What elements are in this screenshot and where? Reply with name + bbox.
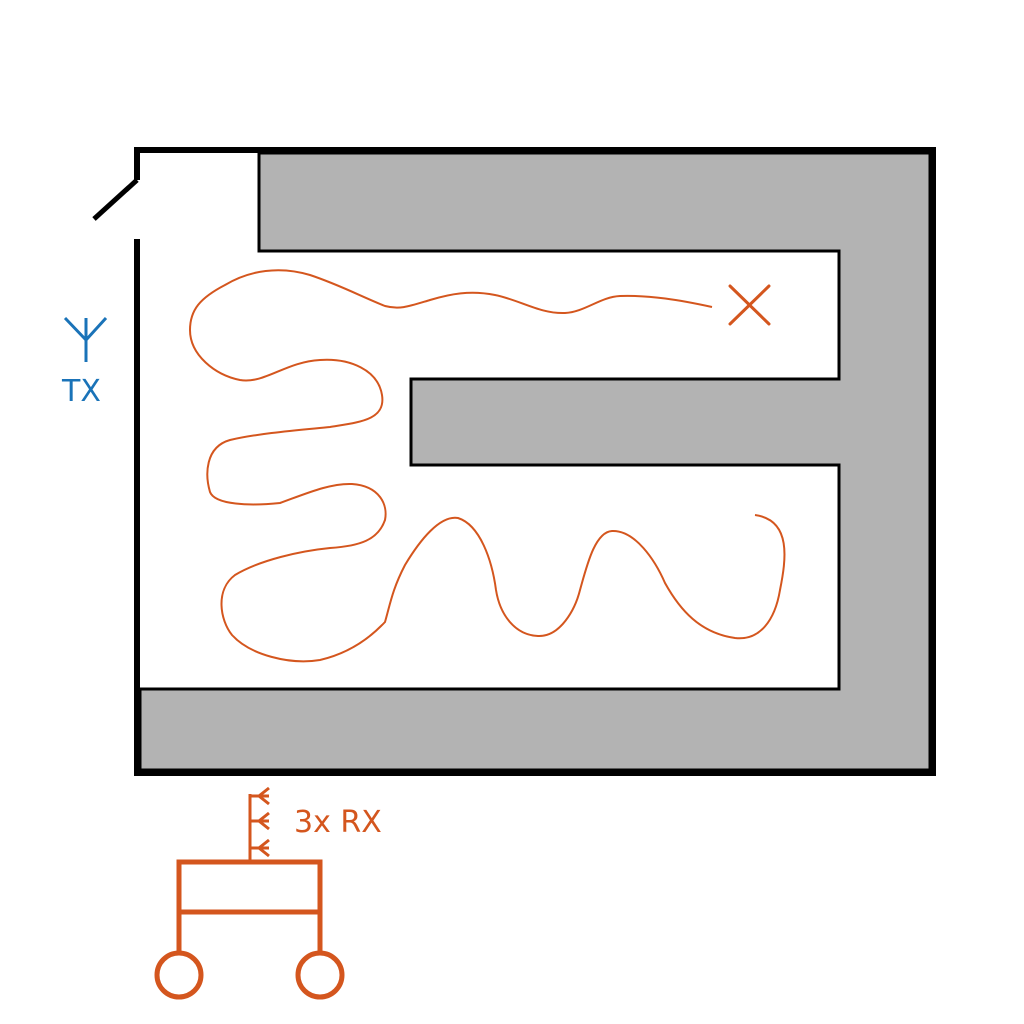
door-icon [92, 178, 139, 221]
cart-body [176, 859, 323, 915]
antenna-array-icon [248, 786, 270, 860]
x-mark-icon [728, 284, 771, 326]
room-outline [134, 147, 936, 776]
wall-block [138, 151, 932, 772]
cart-right-wheel [295, 950, 345, 1000]
cart-icon [154, 859, 345, 1000]
rx-label: 3x RX [294, 805, 382, 840]
antenna-icon [63, 316, 108, 362]
cart-left-wheel [154, 950, 204, 1000]
walk-trajectory [188, 269, 786, 663]
tx-label: TX [61, 374, 101, 409]
outer-wall [134, 147, 936, 776]
